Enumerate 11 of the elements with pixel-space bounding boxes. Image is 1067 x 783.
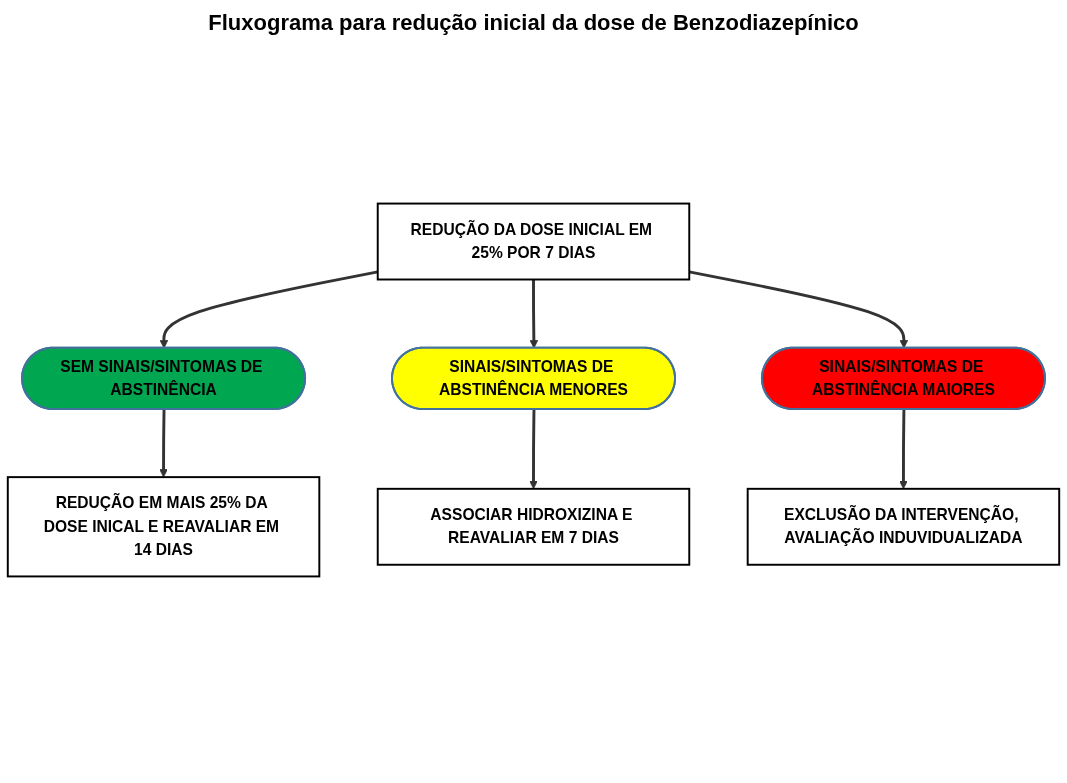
- arrow: [529, 279, 539, 349]
- arrow: [899, 409, 908, 490]
- arrow: [159, 270, 378, 349]
- arrow: [689, 270, 909, 349]
- arrow: [159, 409, 168, 478]
- node-box: REDUÇÃO DA DOSE INICIAL EM 25% POR 7 DIAS: [376, 202, 691, 281]
- diagram-title: Fluxograma para redução inicial da dose de Benzodiazepínico: [207, 10, 860, 36]
- arrow: [529, 409, 538, 490]
- node-box: ASSOCIAR HIDROXIZINA E REAVALIAR EM 7 DIAS: [376, 487, 691, 566]
- node-box: REDUÇÃO EM MAIS 25% DA DOSE INICAL E REAVALIAR EM 14 DIAS: [6, 476, 321, 578]
- node-box: EXCLUSÃO DA INTERVENÇÃO, AVALIAÇÃO INDUVIDUALIZADA: [746, 487, 1061, 566]
